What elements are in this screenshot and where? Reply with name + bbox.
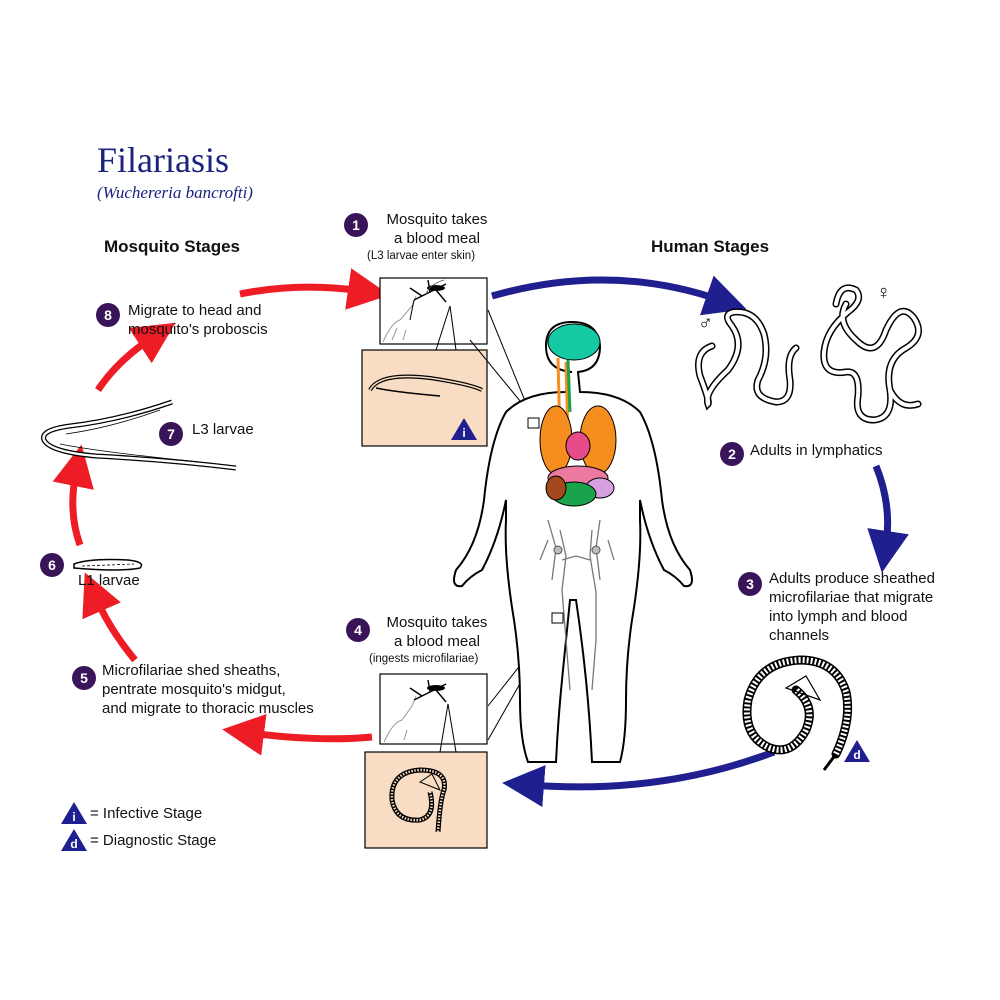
- legend-diagnostic-icon: d: [60, 828, 88, 852]
- heading-human-stages: Human Stages: [651, 237, 770, 256]
- step-5-line3: and migrate to thoracic muscles: [102, 700, 314, 717]
- step-1-note: (L3 larvae enter skin): [367, 250, 476, 262]
- step-4-note: (ingests microfilariae): [369, 653, 479, 665]
- arrow-5-to-6: [82, 572, 138, 663]
- step-3-line3: into lymph and blood: [769, 608, 908, 625]
- bite-site-shoulder: [527, 417, 540, 429]
- step-8-badge: 8: [96, 303, 120, 327]
- step-6-label: L1 larvae: [78, 572, 140, 589]
- triangle-icon: [451, 418, 477, 440]
- step-6-badge: 6: [40, 553, 64, 577]
- l3-larva-drawing: [41, 399, 237, 471]
- human-body: [453, 320, 693, 763]
- legend-diagnostic-letter: d: [70, 837, 78, 851]
- adult-male-worm: [695, 308, 800, 411]
- step-1-label: Mosquito takes a blood meal: [372, 210, 502, 248]
- panel-4-mosquito-bite: [379, 673, 488, 745]
- step-4-label: Mosquito takes a blood meal: [372, 613, 502, 651]
- step-4-line1: Mosquito takes: [386, 614, 488, 631]
- step-5-line1: Microfilariae shed sheaths,: [102, 662, 281, 679]
- arrow-7-to-8: [95, 322, 176, 392]
- step-5-badge: 5: [72, 666, 96, 690]
- adult-female-worm: [820, 284, 922, 424]
- step-3-line2: microfilariae that migrate: [769, 589, 934, 606]
- step-2-label: Adults in lymphatics: [750, 442, 883, 459]
- brain: [547, 323, 601, 361]
- triangle-icon: [61, 802, 87, 824]
- arrow-8-to-1: [239, 268, 390, 310]
- diagram-subtitle: (Wuchereria bancrofti): [97, 183, 253, 202]
- bite-site-leg: [551, 612, 564, 624]
- arrow-1-to-2: [491, 275, 747, 316]
- legend-infective-letter: i: [72, 810, 76, 824]
- microfilaria-drawing: [742, 655, 853, 771]
- male-symbol: ♂: [698, 312, 713, 334]
- diagnostic-stage-marker: d: [843, 739, 871, 763]
- diagnostic-marker-letter: d: [853, 748, 861, 762]
- infective-marker-letter: i: [462, 426, 466, 440]
- step-1-badge: 1: [344, 213, 368, 237]
- step-4-line2: a blood meal: [394, 633, 480, 650]
- kidneys: [545, 475, 567, 501]
- step-2-badge: 2: [720, 442, 744, 466]
- step-5-line2: pentrate mosquito's midgut,: [102, 681, 286, 698]
- step-3-line1: Adults produce sheathed: [769, 570, 935, 587]
- panel-4-microfilaria-zoom: [364, 751, 488, 849]
- legend-diagnostic-text: = Diagnostic Stage: [90, 832, 217, 849]
- arrow-6-to-7: [52, 444, 94, 547]
- panel-1-mosquito-bite: [379, 277, 488, 345]
- legend-infective-icon: i: [60, 801, 88, 825]
- step-8-line1: Migrate to head and: [128, 302, 262, 319]
- arrow-2-to-3: [867, 464, 909, 573]
- arrow-3-to-4: [502, 748, 776, 808]
- step-7-label: L3 larvae: [192, 421, 254, 438]
- step-4-badge: 4: [346, 618, 370, 642]
- arrow-4-to-5: [222, 713, 373, 756]
- diagram-title: Filariasis: [97, 140, 229, 180]
- step-5-label: Microfilariae shed sheaths, pentrate mos…: [102, 661, 314, 718]
- female-symbol: ♀: [876, 282, 891, 304]
- step-3-badge: 3: [738, 572, 762, 596]
- step-1-line2: a blood meal: [394, 230, 480, 247]
- legend-infective-text: = Infective Stage: [90, 805, 203, 822]
- step-3-line4: channels: [769, 627, 830, 644]
- step-8-label: Migrate to head and mosquito's proboscis: [128, 301, 268, 339]
- triangle-icon: [61, 829, 87, 851]
- step-3-label: Adults produce sheathed microfilariae th…: [769, 569, 935, 645]
- heart: [565, 431, 591, 461]
- step-8-line2: mosquito's proboscis: [128, 321, 268, 338]
- triangle-icon: [844, 740, 870, 762]
- trachea: [566, 359, 572, 413]
- step-1-line1: Mosquito takes: [386, 211, 488, 228]
- heading-mosquito-stages: Mosquito Stages: [104, 237, 241, 256]
- infective-stage-marker: i: [450, 417, 478, 441]
- l1-larva-drawing: [73, 558, 143, 571]
- step-7-badge: 7: [159, 422, 183, 446]
